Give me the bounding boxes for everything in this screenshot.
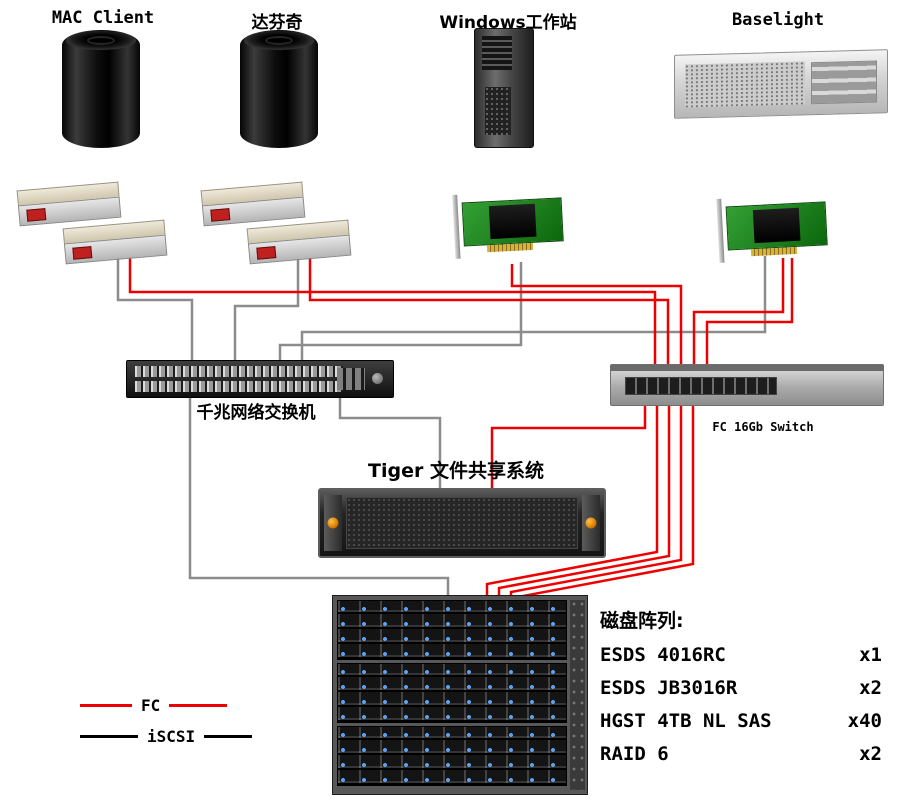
thunderbolt-adapter-pair-1 xyxy=(12,181,182,265)
disk-array-unit xyxy=(337,726,567,786)
spec-name: HGST 4TB NL SAS xyxy=(600,710,772,732)
adapter-box xyxy=(200,181,306,227)
array-rack-ear xyxy=(570,600,585,790)
label-tiger-server: Tiger 文件共享系统 xyxy=(368,460,544,482)
adapter-label-sticker xyxy=(26,208,47,222)
legend-iscsi: iSCSI xyxy=(80,721,253,752)
device-mac-client xyxy=(62,30,140,148)
server-mesh-panel xyxy=(685,61,805,108)
adapter-box xyxy=(246,219,352,265)
spec-qty: x40 xyxy=(847,710,882,732)
adapter-label-sticker xyxy=(256,246,277,260)
spec-row: RAID 6 x2 xyxy=(600,743,882,765)
spec-name: ESDS 4016RC xyxy=(600,644,726,666)
tiger-server xyxy=(318,488,606,558)
card-gold-fingers xyxy=(486,242,534,253)
fc-line-sample xyxy=(169,704,228,707)
label-windows-workstation: Windows工作站 xyxy=(439,13,577,33)
spec-qty: x2 xyxy=(859,743,882,765)
fc-line-sample xyxy=(80,704,132,707)
legend-iscsi-label: iSCSI xyxy=(147,727,196,746)
gigabit-switch xyxy=(126,360,394,398)
spec-name: ESDS JB3016R xyxy=(600,677,738,699)
card-pcb xyxy=(725,201,828,251)
spec-row: HGST 4TB NL SAS x40 xyxy=(600,710,882,732)
spec-qty: x2 xyxy=(859,677,882,699)
card-heatsink xyxy=(488,203,537,240)
fc-hba-card-2 xyxy=(714,193,836,271)
server-ear-right xyxy=(582,495,600,551)
adapter-label-sticker xyxy=(72,246,93,260)
thumbscrew xyxy=(327,517,339,529)
legend: FC iSCSI xyxy=(80,690,253,752)
iscsi-lines xyxy=(116,252,767,597)
switch-power-led xyxy=(372,373,383,384)
fc-hba-card-1 xyxy=(450,189,572,267)
device-baselight-server xyxy=(674,49,888,119)
thunderbolt-adapter-pair-2 xyxy=(196,181,366,265)
spec-name: RAID 6 xyxy=(600,743,669,765)
card-pcb xyxy=(461,197,564,247)
adapter-box xyxy=(16,181,122,227)
adapter-box xyxy=(62,219,168,265)
card-bracket xyxy=(716,198,725,263)
fc-switch-ports xyxy=(625,377,777,395)
label-davinci: 达芬奇 xyxy=(251,13,303,33)
disk-array-specs: 磁盘阵列: ESDS 4016RC x1 ESDS JB3016R x2 HGS… xyxy=(600,606,882,765)
switch-uplink-ports xyxy=(337,368,365,390)
device-windows-workstation xyxy=(474,28,534,148)
server-ear-left xyxy=(324,495,342,551)
thumbscrew xyxy=(585,517,597,529)
label-baselight: Baselight xyxy=(731,10,825,30)
server-mesh-panel xyxy=(346,497,578,549)
legend-fc-label: FC xyxy=(141,696,161,715)
legend-fc: FC xyxy=(80,690,252,721)
disk-array-unit xyxy=(337,663,567,723)
device-davinci xyxy=(240,30,318,148)
spec-row: ESDS JB3016R x2 xyxy=(600,677,882,699)
server-drive-bays xyxy=(811,60,877,105)
label-mac-client: MAC Client xyxy=(51,8,155,28)
card-bracket xyxy=(452,194,461,259)
iscsi-line-sample xyxy=(80,735,138,738)
disk-array-title: 磁盘阵列: xyxy=(600,610,684,632)
spec-row: ESDS 4016RC x1 xyxy=(600,644,882,666)
disk-array xyxy=(332,595,588,795)
switch-port-row xyxy=(135,381,343,392)
adapter-label-sticker xyxy=(210,208,231,222)
card-gold-fingers xyxy=(750,246,798,257)
label-fc-switch: FC 16Gb Switch xyxy=(712,420,814,434)
label-gigabit-switch: 千兆网络交换机 xyxy=(196,403,316,423)
disk-array-unit xyxy=(337,600,567,660)
fc-switch xyxy=(610,364,884,406)
iscsi-line-sample xyxy=(204,735,253,738)
fc-lines xyxy=(128,252,794,598)
card-heatsink xyxy=(752,207,801,244)
spec-qty: x1 xyxy=(859,644,882,666)
switch-port-row xyxy=(135,366,343,377)
